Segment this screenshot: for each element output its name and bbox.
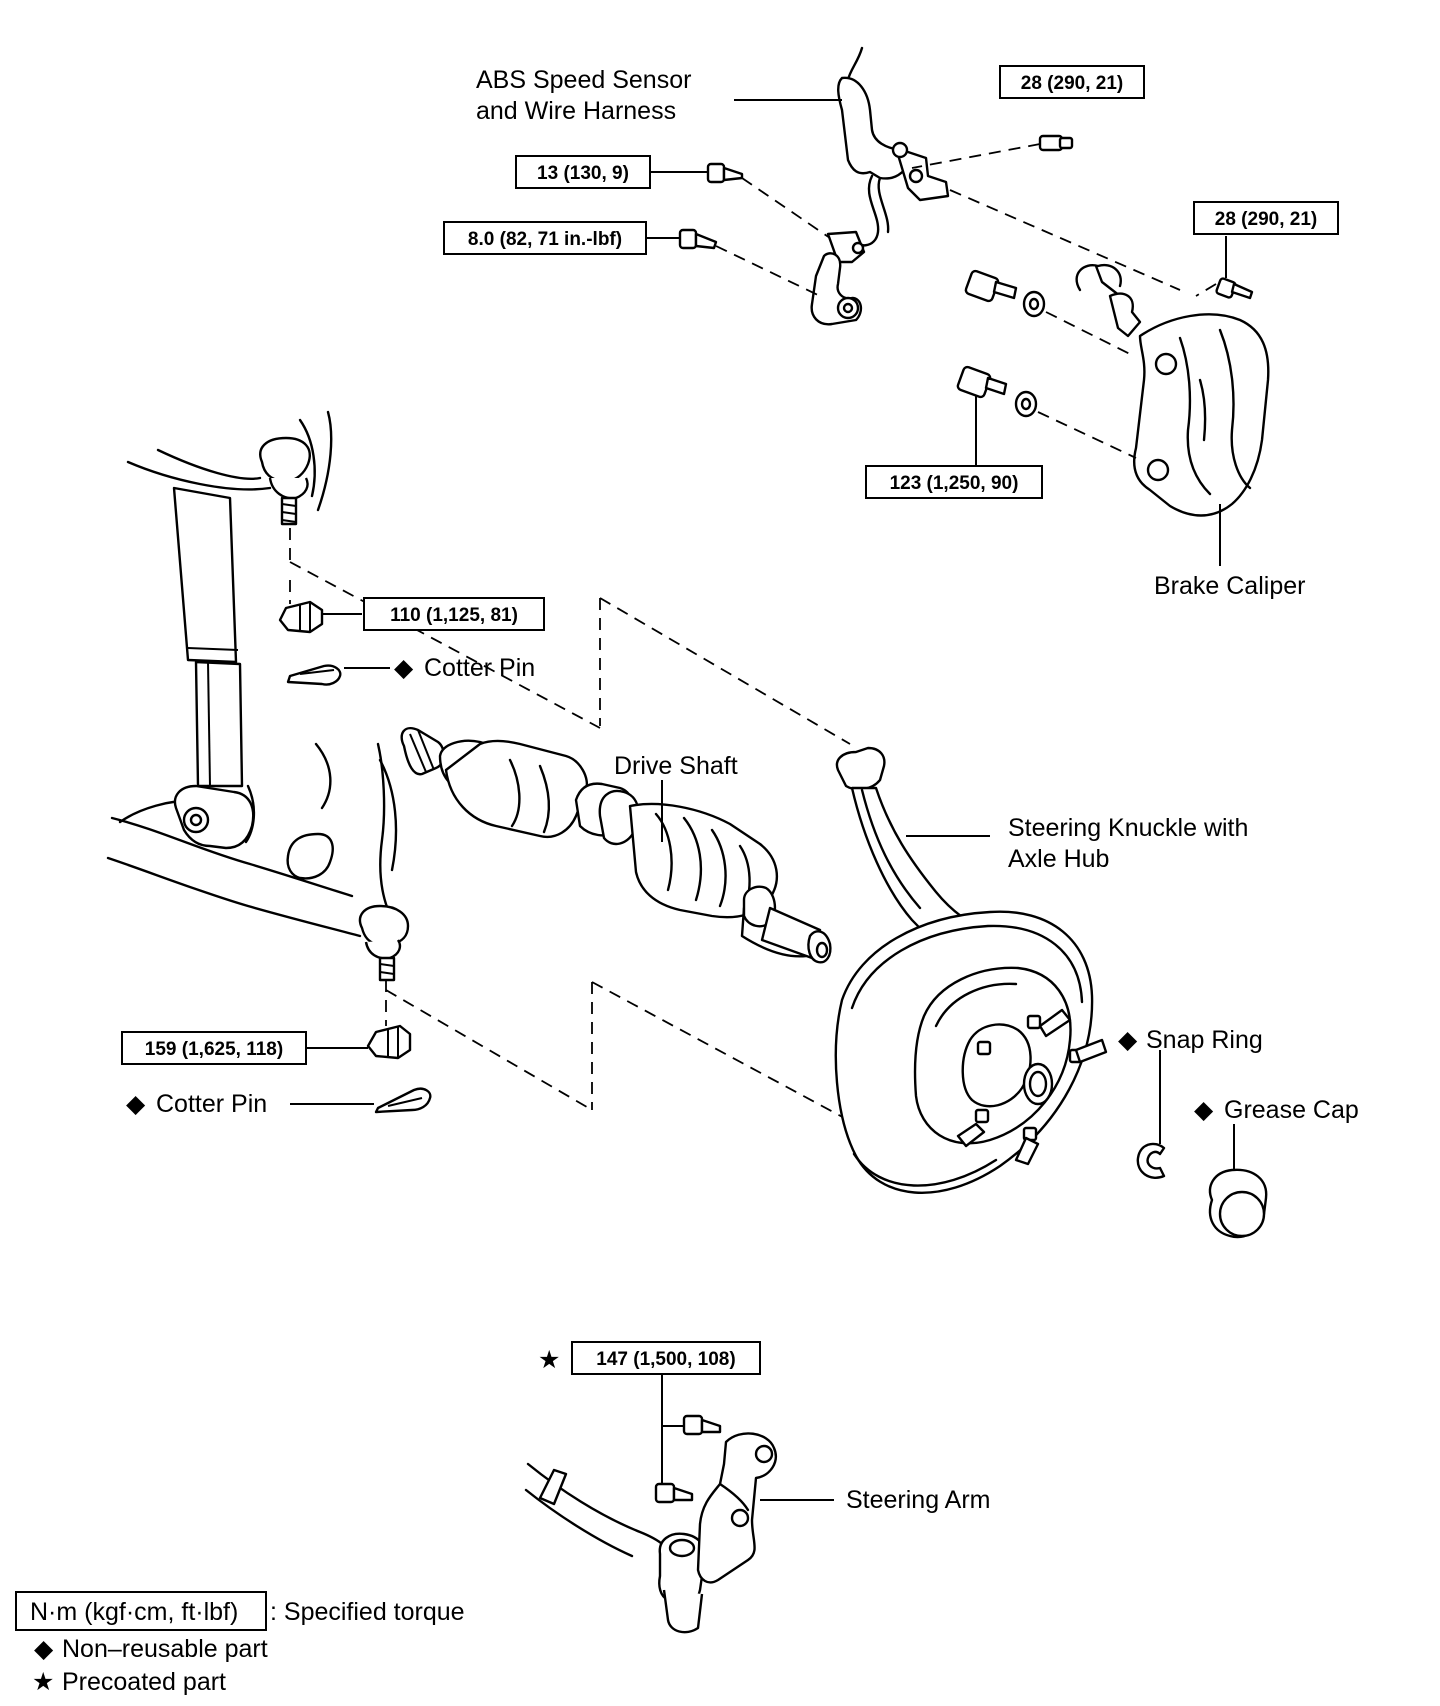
torque-box-abs-bracket: 28 (290, 21) [999,65,1145,99]
svg-text:13 (130, 9): 13 (130, 9) [537,163,629,184]
brake-caliper-label: Brake Caliper [1154,572,1305,600]
steering-arm-label: Steering Arm [846,1486,991,1514]
upper-ball-joint-nut-icon [278,600,324,634]
caliper-upper-bolt-icon [1215,277,1254,300]
torque-box-caliper-mount: 123 (1,250, 90) [865,465,1043,499]
abs-speed-sensor-drawing [810,46,950,326]
legend-torque-box [15,1591,267,1631]
abs-sensor-label-line2: and Wire Harness [476,97,676,125]
snap-ring-icon [1136,1142,1166,1179]
suspension-left-drawing [106,410,410,982]
steering-arm-bolt-upper-icon [682,1414,722,1436]
steering-arm-bolt-lower-icon [654,1482,694,1504]
abs-bracket-bolt-icon [1038,134,1074,152]
torque-box-abs-upper: 13 (130, 9) [515,155,651,189]
non-reusable-symbol-upper-cotter: ◆ [394,654,414,682]
brake-caliper-drawing [1075,263,1270,517]
lower-ball-joint-nut-icon [366,1024,412,1060]
drive-shaft-drawing [400,727,832,964]
knuckle-label-line2: Axle Hub [1008,845,1109,873]
grease-cap-label: Grease Cap [1224,1096,1359,1124]
torque-box-caliper-upper: 28 (290, 21) [1193,201,1339,235]
non-reusable-symbol-grease-cap: ◆ [1194,1096,1214,1124]
caliper-mount-bolt-lower-icon [956,365,1038,418]
grease-cap-icon [1208,1168,1268,1239]
torque-box-lower-ball-joint: 159 (1,625, 118) [121,1031,307,1065]
svg-text:123 (1,250, 90): 123 (1,250, 90) [890,473,1019,494]
abs-upper-bolt-icon [706,162,744,184]
svg-text:159 (1,625, 118): 159 (1,625, 118) [145,1039,283,1060]
svg-text:147 (1,500, 108): 147 (1,500, 108) [596,1349,735,1370]
legend-precoated-symbol: ★ [32,1668,54,1696]
torque-box-steering-arm: 147 (1,500, 108) [571,1341,761,1375]
non-reusable-symbol-snap-ring: ◆ [1118,1026,1138,1054]
legend-non-reusable-text: Non–reusable part [62,1635,268,1663]
non-reusable-symbol-lower-cotter: ◆ [126,1090,146,1118]
abs-sensor-label-line1: ABS Speed Sensor [476,66,691,94]
lower-cotter-pin-icon [374,1087,432,1114]
torque-box-abs-sensor: 8.0 (82, 71 in.-lbf) [443,221,647,255]
precoated-symbol-steering-arm: ★ [538,1346,560,1374]
legend-torque-unit: N·m (kgf·cm, ft·lbf) [30,1598,238,1626]
brake-rotor-hub-drawing [834,910,1108,1194]
torque-box-upper-ball-joint: 110 (1,125, 81) [363,597,545,631]
svg-text:8.0 (82, 71 in.-lbf): 8.0 (82, 71 in.-lbf) [468,229,622,250]
drive-shaft-label: Drive Shaft [614,752,738,780]
upper-cotter-pin-label: Cotter Pin [424,654,535,682]
abs-sensor-bolt-icon [678,228,718,250]
legend-torque-desc: : Specified torque [270,1598,465,1626]
svg-text:110 (1,125, 81): 110 (1,125, 81) [390,605,518,626]
lower-cotter-pin-label: Cotter Pin [156,1090,267,1118]
steering-arm-drawing [524,1432,777,1634]
legend-non-reusable-symbol: ◆ [34,1635,54,1663]
legend: N·m (kgf·cm, ft·lbf) : Specified torque … [15,1591,465,1696]
svg-text:28 (290, 21): 28 (290, 21) [1021,73,1123,94]
svg-text:28 (290, 21): 28 (290, 21) [1215,209,1317,230]
caliper-mount-bolt-upper-icon [964,269,1046,318]
upper-cotter-pin-icon [286,664,342,686]
legend-precoated-text: Precoated part [62,1668,226,1696]
knuckle-label-line1: Steering Knuckle with [1008,814,1248,842]
snap-ring-label: Snap Ring [1146,1026,1263,1054]
